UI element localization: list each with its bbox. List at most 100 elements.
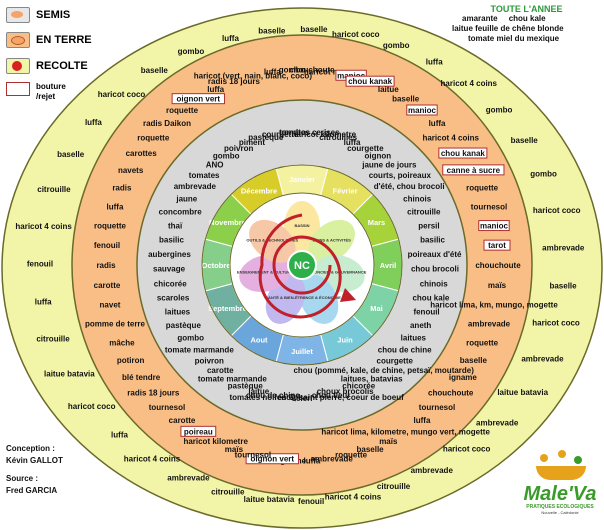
plant-label: haricot 4 coins [15,222,72,231]
petal [298,274,339,324]
center-label: NC [294,260,310,272]
legend: SEMIS EN TERRE RECOLTE bouture /rejet [6,6,116,102]
plant-label: baselle [511,136,539,145]
plant-label: tomate marmande [198,374,267,383]
plant-label: navets [118,166,144,175]
plant-label: haricot coco [443,445,491,454]
plant-label: haricot 4 coins [325,492,382,501]
legend-bouture-text: bouture /rejet [36,82,66,102]
plant-label: carotte [207,366,234,375]
semis-icon [6,7,30,23]
plant-label: scaroles [157,294,190,303]
plant-label: gombos [279,128,311,137]
plant-label: baselle [549,281,577,290]
plant-label: poireau [184,427,213,436]
bouture-box-icon [6,82,30,96]
petal-label: ENSEIGNEMENT & CULTURE [237,269,293,274]
bouture-box [438,147,488,159]
conception-name: Kévin GALLOT [6,456,63,465]
plant-label: chou de chine [378,346,432,355]
plant-label: radis [112,184,132,193]
plant-label: carottes [126,149,158,158]
plant-label: tournesol [149,403,185,412]
plant-label: aubergines [148,250,191,259]
month-label: Juillet [291,347,313,356]
plant-label: gombo [486,105,513,114]
plant-label: courgette [377,356,414,365]
plant-label: citrouille [211,487,245,496]
plant-label: persil [418,221,439,230]
plant-label: ambrevade [174,182,217,191]
center-nc-badge [287,250,317,280]
legend-rejet-label: /rejet [36,92,56,101]
plant-label: roquette [466,338,499,347]
plant-label: pomme de terre [85,320,146,329]
plant-label: laitues, batavias [341,374,403,383]
plant-label: luffa [111,430,128,439]
plant-label: laitues [165,308,191,317]
plant-label: potiron [117,356,145,365]
month-label: Mars [368,218,386,227]
en-terre-icon [6,32,30,48]
plant-label: poivron [195,356,224,365]
plant-label: haricot coco [532,319,580,328]
plant-label: radis 18 jours [127,389,180,398]
logo-name: Male'Va [523,483,597,505]
toute-annee-line3: tomate miel du mexique [468,34,560,43]
plant-label: baselle [57,150,85,159]
toute-annee-box: TOUTE L'ANNEE amarante chou kale laitue … [452,4,603,44]
plant-label: choux brocolis [317,387,374,396]
plant-label: luffa [414,416,431,425]
plant-label: ambrevade [167,474,210,483]
plant-label: gombo [213,152,240,161]
bouture-box [245,453,300,465]
plant-label: luffa [303,457,320,466]
plant-label: tomates noires C, saint pierre, coeur de… [229,393,404,402]
plant-label: fenouil [94,241,120,250]
petal-label: BASSIN [294,223,309,228]
plant-label: citrouille [407,208,441,217]
bouture-box [478,220,510,232]
plant-label: maïs [225,445,244,454]
plant-label: baselle [357,445,385,454]
bouture-box [406,104,438,116]
plant-label: oignon vert [177,95,221,104]
plant-label: fenouil [27,260,53,269]
plant-label: roquette [335,451,368,460]
plant-label: radis Daikon [143,119,191,128]
month-label: Mai [370,304,383,313]
plant-label: haricot 4 coins [422,133,479,142]
plant-label: luffa [85,118,102,127]
plant-label: poivron [224,144,253,153]
month-label: Septembre [208,304,247,313]
plant-label: chinois [420,279,449,288]
plant-label: haricot mungo [304,67,360,76]
plant-label: ambrevade [542,243,585,252]
plant-label: citrouilles [319,133,357,142]
toute-annee-title: TOUTE L'ANNEE [490,4,563,14]
plant-label: haricot (vert, nain, blanc, coco) [194,71,313,80]
tomato-icon [6,58,30,74]
plant-label: luffa [344,138,361,147]
plant-label: tomates [189,171,220,180]
plant-label: tournesol [471,202,507,211]
legend-bouture-label: bouture [36,82,66,91]
month-label: Avril [380,261,396,270]
conception-label: Conception : [6,444,55,453]
plant-label: chou kanak [348,77,393,86]
plant-label: fenouil [298,497,324,506]
plant-label: basilic [420,236,445,245]
month-label: Janvier [289,175,315,184]
plant-label: luffa [426,57,443,66]
plant-label: roquette [166,106,199,115]
plant-label: gombo [530,170,557,179]
plant-label: radis 18 jours [208,77,261,86]
bouture-box [171,93,226,105]
plant-label: haricot kilometre [292,130,357,139]
plant-label: manioc [408,106,437,115]
plant-label: baselle [141,66,169,75]
plant-label: pastèque [228,381,264,390]
plant-label: sauvage [153,265,186,274]
legend-recolte: RECOLTE [6,56,116,76]
plant-label: d'été, chou brocoli [374,182,445,191]
